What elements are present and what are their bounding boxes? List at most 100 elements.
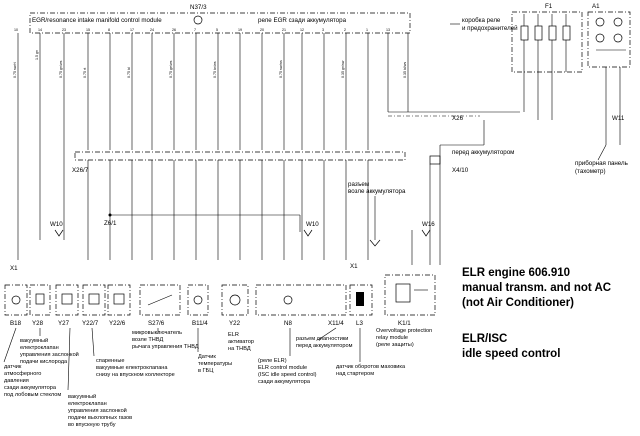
svg-text:(реле ELR): (реле ELR)	[258, 358, 287, 364]
svg-text:возле ТНВД: возле ТНВД	[132, 337, 163, 343]
cluster-code: A1	[592, 3, 600, 10]
wire-codes: 0.75 sw/rt 1.5 gn 0.75 gn/ws 0.75 rt 0.7…	[13, 50, 407, 78]
svg-text:активатор: активатор	[228, 339, 254, 345]
connector-w16: W16	[422, 221, 435, 228]
info-title-line-3: (not Air Conditioner)	[462, 297, 574, 309]
svg-text:20: 20	[260, 28, 264, 32]
svg-text:5: 5	[216, 28, 218, 32]
connector-x26: X26	[452, 115, 464, 122]
svg-text:на ТНВД: на ТНВД	[228, 346, 251, 352]
fuse-box-frame	[511, 11, 583, 73]
svg-text:2: 2	[344, 28, 346, 32]
descriptions: датчик атмосферного давления сзади аккум…	[3, 327, 432, 428]
connector-x4-10-symbol	[429, 155, 441, 165]
svg-text:спаренные: спаренные	[96, 358, 124, 364]
diag-connector-label-1: разъем	[348, 181, 369, 188]
info-subtitle-line-2: idle speed control	[462, 348, 560, 360]
component-y22-7-box	[82, 284, 106, 316]
fuse-box-code: F1	[545, 3, 553, 10]
connector-x26-7	[74, 151, 406, 161]
svg-text:вакуумный: вакуумный	[68, 393, 96, 400]
svg-text:Overvoltage protection: Overvoltage protection	[376, 328, 432, 334]
info-title-line-1: ELR engine 606.910	[462, 267, 570, 279]
svg-text:1: 1	[366, 28, 368, 32]
component-y22-6-box	[107, 284, 131, 316]
connector-w10: W10	[50, 221, 63, 228]
svg-text:24: 24	[150, 28, 154, 32]
component-l3-code: L3	[356, 320, 363, 327]
component-s27-6-code: S27/6	[148, 320, 165, 327]
svg-text:0.75 bl: 0.75 bl	[127, 67, 131, 78]
svg-text:10: 10	[14, 28, 18, 32]
svg-text:0.75 rt: 0.75 rt	[83, 68, 87, 78]
svg-text:8: 8	[108, 28, 110, 32]
egr-module-box	[29, 12, 411, 34]
component-k1-1-box	[384, 274, 436, 316]
svg-text:21: 21	[282, 28, 286, 32]
svg-text:подачи выхлопных газов: подачи выхлопных газов	[68, 415, 132, 421]
cluster-label-1: приборная панель	[575, 160, 628, 167]
component-y22-box	[221, 284, 249, 316]
svg-text:0.75 ge/ws: 0.75 ge/ws	[169, 60, 173, 78]
svg-text:под лобовым стеклом: под лобовым стеклом	[4, 392, 61, 398]
svg-text:датчик: датчик	[4, 364, 22, 370]
svg-text:над стартером: над стартером	[336, 371, 374, 377]
svg-text:(ISC idle speed control): (ISC idle speed control)	[258, 372, 317, 378]
component-y22-6-code: Y22/6	[109, 320, 126, 327]
component-b11-4-box	[187, 284, 209, 316]
connector-area: X26 X26/7 перед аккумулятором X4/10 разъ…	[72, 115, 514, 265]
egr-module-code: N37/3	[190, 4, 207, 11]
fuse-1	[520, 25, 529, 41]
component-b11-4-code: B11/4	[192, 320, 208, 327]
svg-text:сзади аккумулятора: сзади аккумулятора	[258, 379, 311, 385]
connector-z6-1: Z6/1	[104, 220, 117, 227]
svg-text:управления заслонкой: управления заслонкой	[68, 407, 127, 414]
svg-text:17: 17	[130, 28, 134, 32]
component-y27-code: Y27	[58, 320, 70, 327]
svg-text:7: 7	[194, 28, 196, 32]
svg-text:23: 23	[62, 28, 66, 32]
component-row: B18 Y28 Y27 Y22/7 Y22/6 S27/6 B11/4 Y22 …	[4, 274, 436, 327]
svg-text:подачи кислорода: подачи кислорода	[20, 359, 68, 365]
svg-text:датчик оборотов маховика: датчик оборотов маховика	[336, 364, 406, 370]
cluster-a1: A1 приборная панель (тахометр) W11	[575, 3, 631, 175]
connector-x4-10: X4/10	[452, 167, 469, 174]
svg-text:сзади аккумулятора: сзади аккумулятора	[4, 385, 57, 391]
component-l3-box	[349, 284, 373, 316]
component-k1-1-code: K1/1	[398, 320, 411, 327]
svg-text:relay module: relay module	[376, 335, 408, 341]
svg-text:12: 12	[300, 28, 304, 32]
fuse-3	[548, 25, 557, 41]
svg-text:електроклапан: електроклапан	[68, 401, 107, 407]
info-title-line-2: manual transm. and not AC	[462, 282, 611, 294]
component-s27-6-box	[139, 284, 181, 316]
cluster-label-2: (тахометр)	[575, 168, 606, 175]
svg-text:рычага управления ТНВД: рычага управления ТНВД	[132, 344, 199, 350]
svg-text:разъем диагностики: разъем диагностики	[296, 336, 348, 342]
top-vertical-wires	[17, 33, 553, 240]
egr-module-label: EGR/resonance intake manifold control mo…	[32, 17, 162, 24]
svg-text:0.75 gn/ws: 0.75 gn/ws	[59, 60, 63, 78]
svg-text:управления заслонкой: управления заслонкой	[20, 351, 79, 358]
fuse-box-f1: F1 коробка реле и предохранителей	[450, 3, 583, 73]
svg-text:(реле защиты): (реле защиты)	[376, 342, 414, 348]
connector-w11: W11	[612, 115, 625, 122]
svg-text:19: 19	[238, 28, 242, 32]
svg-text:вакуумные електроклапана: вакуумные електроклапана	[96, 365, 168, 371]
component-x11-4-code: X11/4	[328, 320, 344, 327]
lower-wires: Z6/1 W10 W10 W16 X1 X1	[10, 150, 435, 272]
component-n8-box	[255, 284, 347, 316]
svg-text:15: 15	[86, 28, 90, 32]
egr-module-n37-3: N37/3 EGR/resonance intake manifold cont…	[14, 4, 411, 34]
svg-text:микровыключатель: микровыключатель	[132, 330, 182, 336]
svg-text:вакуумный: вакуумный	[20, 337, 48, 344]
component-b18-code: B18	[10, 320, 22, 327]
diag-connector-label-2: возле аккумулятора	[348, 188, 406, 195]
svg-text:давления: давления	[4, 378, 29, 384]
svg-text:перед аккумулятором: перед аккумулятором	[296, 343, 353, 349]
svg-text:температуры: температуры	[198, 361, 232, 367]
egr-relay-symbol	[193, 15, 203, 25]
svg-text:в ГБЦ: в ГБЦ	[198, 368, 214, 374]
svg-text:0.75 br/ws: 0.75 br/ws	[213, 61, 217, 78]
